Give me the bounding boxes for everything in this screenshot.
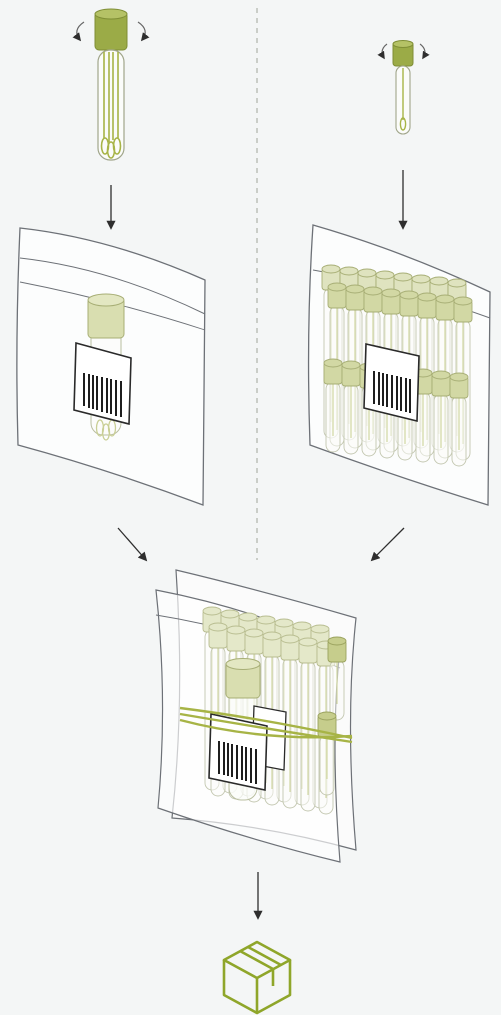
rack-cap-top [454,297,472,305]
rack-cap-top [324,359,342,367]
rack-cap-top [299,638,317,646]
rack-cap-top [281,635,299,643]
rack-cap-top [328,283,346,291]
combined-bundled-bags [156,570,356,862]
rack-cap-top [245,629,263,637]
rack-cap-top [376,271,394,279]
rack-cap-top [382,289,400,297]
rack-cap-top [430,277,448,285]
rack-cap-top [400,291,418,299]
rack-cap-top [318,712,336,720]
barcode-label [364,344,419,421]
barcode-label [74,343,131,424]
rack-cap-top [322,265,340,273]
rack-cap-top [418,293,436,301]
rack-cap-top [203,607,221,615]
rack-cap-top [346,285,364,293]
barcode-label [209,714,267,790]
rack-cap-top [394,273,412,281]
tube-rack-in-bag [309,225,490,505]
single-tube-in-bag [17,228,205,505]
ship-box [224,942,290,1013]
rack-cap-top [209,623,227,631]
cap-small-tube [382,41,425,135]
rack-cap-top [257,616,275,624]
rack-cap-top [275,619,293,627]
rack-cap-top [328,637,346,645]
rack-cap-top [448,279,466,287]
rack-cap-top [358,269,376,277]
rack-cap-top [342,361,360,369]
arrow-diagonal-right [372,528,404,560]
arrow-diagonal-left [118,528,146,560]
rack-cap-top [263,632,281,640]
rack-cap-top [364,287,382,295]
rack-cap-top [311,625,329,633]
rack-cap-top [293,622,311,630]
rack-cap-top [227,626,245,634]
rack-cap-top [239,613,257,621]
rack-cap-top [450,373,468,381]
rack-cap-top [221,610,239,618]
rack-cap-top [436,295,454,303]
cap-single-tube [77,9,145,160]
rack-cap-top [340,267,358,275]
rack-cap-top [432,371,450,379]
box-icon [224,942,290,1013]
rack-cap-top [412,275,430,283]
